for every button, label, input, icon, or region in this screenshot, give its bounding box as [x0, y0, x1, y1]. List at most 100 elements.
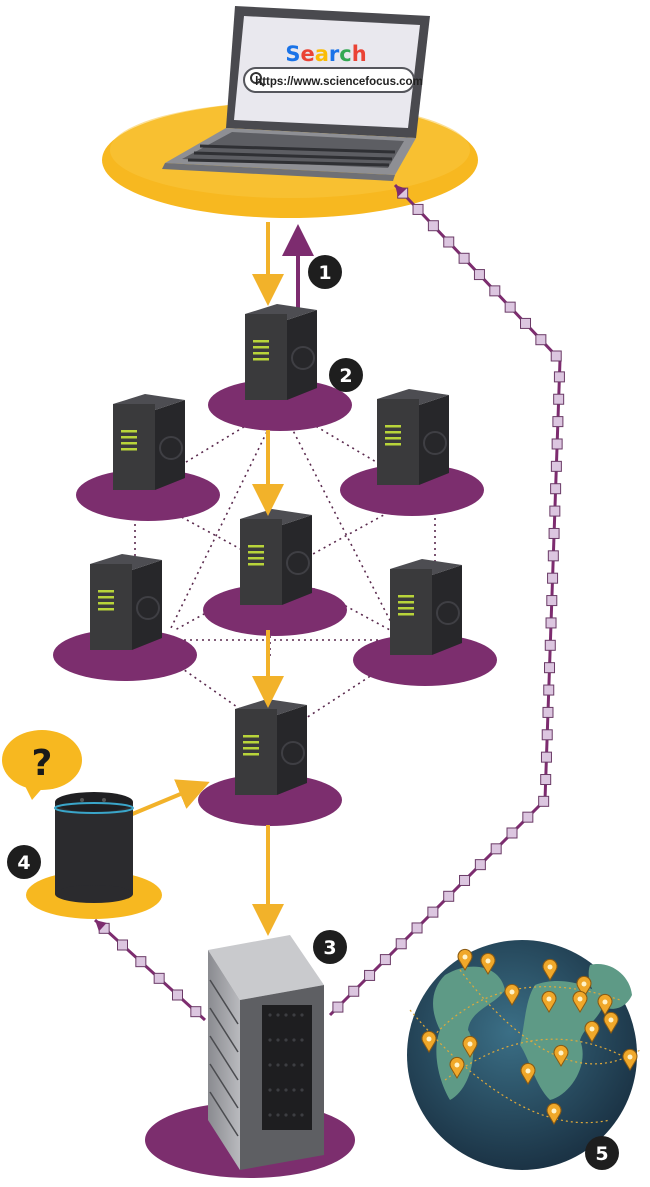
- server-platform: [353, 634, 497, 686]
- chain-cube: [549, 505, 561, 517]
- chain-cube: [550, 460, 562, 472]
- chain-rack-to-speaker: [93, 918, 207, 1022]
- map-pin-icon: [480, 952, 496, 975]
- chain-cube: [547, 550, 559, 562]
- data-chains: [93, 183, 565, 1022]
- chain-cube: [551, 438, 563, 450]
- tower-server-center: [203, 509, 347, 636]
- chain-cube: [538, 795, 550, 807]
- map-pin-icon: [553, 1044, 569, 1067]
- step-badge-5: 5: [585, 1136, 619, 1170]
- map-pin-icon: [546, 1102, 562, 1125]
- chain-cube: [395, 938, 407, 950]
- map-pin-icon: [622, 1048, 638, 1071]
- chain-cube: [474, 859, 486, 871]
- chain-cube: [117, 939, 128, 951]
- chain-cube: [544, 639, 556, 651]
- chain-cube: [552, 416, 564, 428]
- tower-server-bottom: [198, 699, 342, 826]
- globe: [407, 940, 641, 1170]
- map-pin-icon: [504, 983, 520, 1006]
- server-platform: [208, 379, 352, 431]
- smart-speaker-station: ?: [2, 730, 162, 919]
- map-pin-icon: [572, 990, 588, 1013]
- step-number: 1: [318, 262, 331, 284]
- chain-arrowhead: [95, 920, 107, 932]
- magnifier-icon: [250, 72, 265, 87]
- rack-server-station: [145, 935, 355, 1178]
- laptop-station: Search https://www.sciencefocus.com: [102, 6, 478, 218]
- map-pin-icon: [603, 1011, 619, 1034]
- continent-africa-europe: [520, 980, 605, 1100]
- chain-cube: [546, 595, 558, 607]
- chain-arrowhead: [395, 185, 407, 197]
- rack-server: [208, 935, 324, 1170]
- tower-server-right-upper: [340, 389, 484, 516]
- chain-cube: [504, 301, 516, 313]
- speech-bubble-text: ?: [32, 743, 53, 784]
- chain-cube: [520, 317, 532, 329]
- map-pin-icon: [520, 1062, 536, 1085]
- tower-server-right-lower: [353, 559, 497, 686]
- chain-cube: [473, 269, 485, 281]
- laptop-keyboard: [162, 128, 416, 181]
- speaker-arrow: [129, 779, 210, 817]
- chain-cube: [550, 483, 562, 495]
- chain-cube: [443, 236, 455, 248]
- chain-cube: [522, 811, 534, 823]
- chain-cube: [443, 890, 455, 902]
- chain-cube: [550, 350, 562, 362]
- tower-server-top: [208, 304, 352, 431]
- chain-cube: [489, 285, 501, 297]
- chain-cube: [490, 843, 502, 855]
- chain-cube: [458, 252, 470, 264]
- chain-cube: [540, 751, 552, 763]
- search-title: Search: [285, 42, 366, 66]
- chain-cube: [364, 969, 376, 981]
- step-number: 5: [595, 1143, 608, 1165]
- chain-cube: [172, 989, 183, 1001]
- chain-globe-to-laptop: [328, 183, 565, 1017]
- step-badge-2: 2: [329, 358, 363, 392]
- server-platform: [203, 584, 347, 636]
- chain-cube: [427, 220, 439, 232]
- map-pin-icon: [542, 958, 558, 981]
- chain-cube: [553, 393, 565, 405]
- chain-cube: [547, 572, 559, 584]
- chain-cube: [541, 729, 553, 741]
- map-pin-icon: [597, 993, 613, 1016]
- step-number: 3: [323, 937, 336, 959]
- chain-cube: [190, 1006, 202, 1018]
- chain-cube: [412, 203, 424, 215]
- server-platform: [198, 774, 342, 826]
- map-pin-icon: [457, 948, 473, 971]
- url-text: https://www.sciencefocus.com: [255, 76, 423, 88]
- chain-cube: [135, 956, 147, 968]
- chain-cube: [543, 684, 555, 696]
- location-pins: [421, 948, 638, 1125]
- server-platform: [53, 629, 197, 681]
- chain-cube: [379, 954, 391, 966]
- chain-cube: [427, 906, 439, 918]
- map-pin-icon: [449, 1056, 465, 1079]
- globe-routes: [409, 969, 641, 1124]
- url-bar[interactable]: https://www.sciencefocus.com: [243, 67, 423, 93]
- chain-cube: [540, 774, 552, 786]
- map-pin-icon: [576, 975, 592, 998]
- map-pin-icon: [462, 1035, 478, 1058]
- step-number: 2: [339, 365, 352, 387]
- chain-cube: [553, 371, 565, 383]
- step-badge-3: 3: [313, 930, 347, 964]
- chain-cube: [506, 827, 518, 839]
- chain-cube: [542, 706, 554, 718]
- chain-cube: [535, 334, 547, 346]
- chain-cube: [153, 972, 165, 984]
- step-number: 4: [17, 852, 30, 874]
- server-platform: [76, 469, 220, 521]
- map-pin-icon: [421, 1030, 437, 1053]
- server-platform: [340, 464, 484, 516]
- chain-cube: [544, 662, 556, 674]
- map-pin-icon: [584, 1020, 600, 1043]
